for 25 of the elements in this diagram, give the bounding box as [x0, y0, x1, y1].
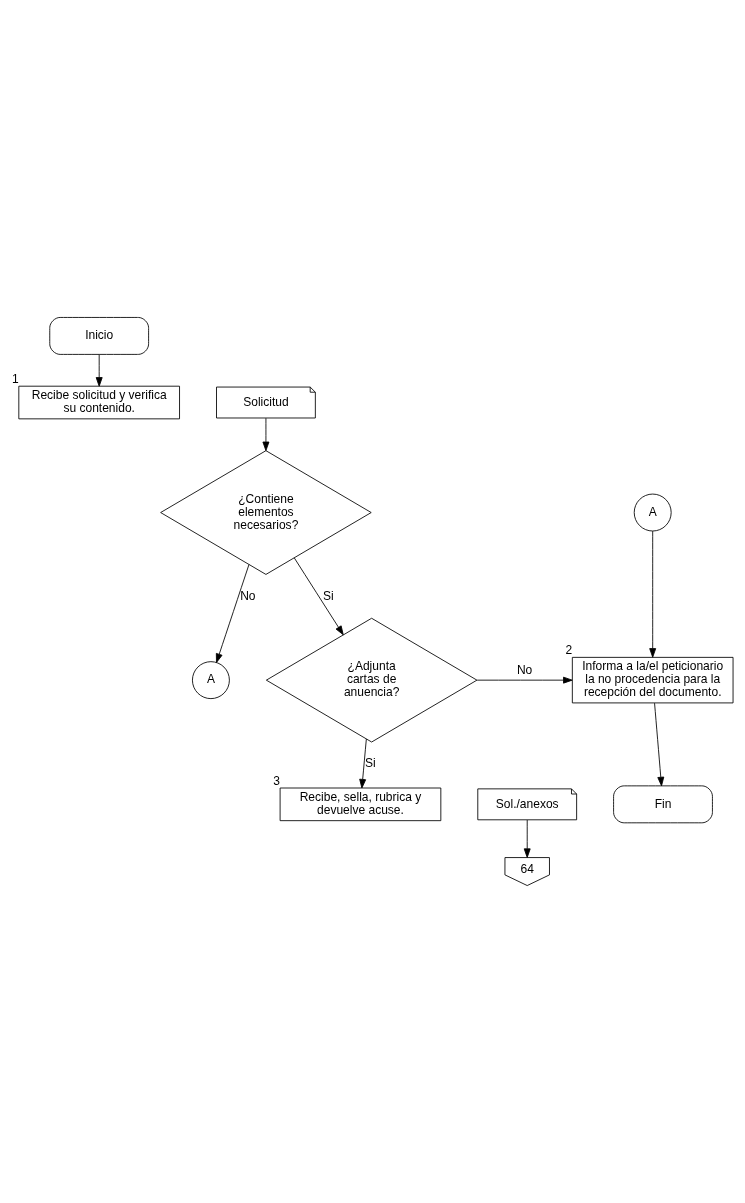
arrow [476, 676, 573, 684]
edge-label: Si [322, 588, 334, 603]
node-box: Informa a la/el peticionario la no procedencia para la recepción del documento. [571, 656, 734, 704]
arrow [654, 702, 665, 787]
arrow [523, 819, 531, 858]
edge-label: Si [365, 756, 376, 771]
node-diamond: ¿Contiene elementos necesarios? [160, 450, 372, 575]
node-circle: A [633, 493, 672, 532]
node-label: 1 [12, 371, 19, 386]
arrow [293, 557, 344, 636]
node-diamond: ¿Adjunta cartas de anuencia? [265, 617, 478, 743]
arrow [262, 417, 270, 452]
node-label: 2 [565, 643, 573, 658]
node-box: Recibe solicitud y verifica su contenido. [18, 385, 180, 420]
node-box: Inicio [49, 317, 150, 355]
edge-label: No [516, 663, 533, 678]
arrow [359, 738, 367, 789]
edge-label: No [240, 588, 256, 603]
node-circle: A [192, 661, 230, 700]
arrow [95, 354, 103, 387]
node-label: 3 [273, 773, 281, 788]
arrow [215, 564, 250, 663]
node-box: Recibe, sella, rubrica y devuelve acuse. [279, 787, 442, 822]
arrow [649, 530, 657, 658]
node-box: Fin [613, 785, 713, 824]
